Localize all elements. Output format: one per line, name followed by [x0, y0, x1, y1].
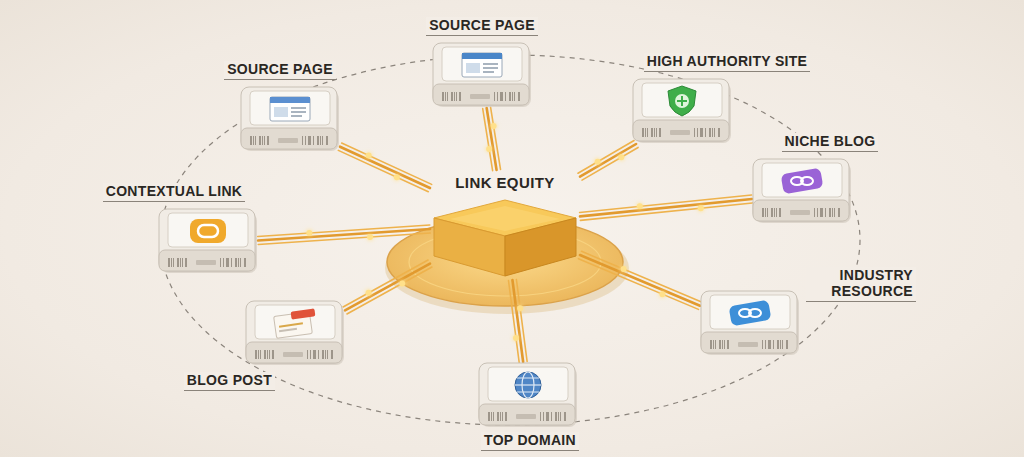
glow-dot [698, 205, 704, 211]
glow-dot [491, 123, 497, 129]
connector-strand [258, 233, 430, 244]
equity-connector [578, 141, 638, 181]
equity-connector [483, 107, 501, 170]
node-block [245, 300, 345, 366]
connector-strand [578, 259, 698, 310]
hub-title: LINK EQUITY [430, 170, 580, 192]
connector-strand [580, 144, 636, 177]
node-block [158, 208, 258, 274]
connector-strand [516, 279, 527, 361]
node-block [432, 42, 532, 108]
glow-dot [595, 159, 601, 165]
connector-strand [340, 147, 430, 188]
source-node: HIGH AUTHORITY SITE [632, 78, 732, 144]
equity-connector [580, 195, 753, 220]
glow-dot [486, 146, 492, 152]
connector-strand [338, 150, 428, 191]
link-equity-cube [430, 196, 580, 280]
glow-dot [306, 230, 312, 236]
connector-strand [580, 203, 752, 220]
glow-dot [367, 234, 373, 240]
node-label: BLOG POST [184, 372, 275, 391]
node-block [478, 362, 578, 428]
node-block [632, 78, 732, 144]
node-block [752, 158, 852, 224]
source-node: CONTEXTUAL LINK [158, 208, 258, 274]
source-node: NICHE BLOG [752, 158, 852, 224]
equity-connector [343, 260, 432, 314]
source-node: TOP DOMAIN [478, 362, 578, 428]
equity-connector [578, 251, 701, 309]
connector-strand [580, 199, 752, 216]
source-node: SOURCE PAGE [240, 86, 340, 152]
orbit-ring [160, 55, 860, 425]
equity-connector [338, 143, 431, 192]
hub-node: LINK EQUITY [430, 170, 580, 280]
glow-dot [366, 290, 372, 296]
connector-strand [347, 267, 432, 314]
node-label: TOP DOMAIN [481, 432, 579, 451]
equity-connector [258, 225, 431, 244]
glow-dot [366, 152, 372, 158]
glow-dot [637, 203, 643, 209]
glow-dot [517, 305, 523, 311]
glow-dot [659, 291, 665, 297]
glow-dot [618, 154, 624, 160]
node-label: INDUSTRY RESOURCE [806, 267, 916, 302]
connector-strand [343, 260, 428, 307]
glow-dot [394, 174, 400, 180]
connector-strand [342, 143, 432, 184]
equity-connector [508, 279, 527, 362]
connector-strand [345, 264, 430, 311]
node-label: SOURCE PAGE [224, 61, 336, 80]
connector-strand [580, 255, 700, 306]
node-label: NICHE BLOG [782, 133, 879, 152]
connector-strand [582, 251, 702, 302]
glow-dot [513, 335, 519, 341]
node-label: HIGH AUTHORITY SITE [644, 53, 811, 72]
connector-strand [580, 195, 752, 212]
source-node: BLOG POST [245, 300, 345, 366]
source-node: SOURCE PAGE [432, 42, 532, 108]
source-node: INDUSTRY RESOURCE [700, 290, 800, 356]
node-label: SOURCE PAGE [426, 17, 538, 36]
glow-dot [621, 266, 627, 272]
connector-strand [483, 109, 493, 171]
connector-strand [582, 147, 638, 180]
node-block [700, 290, 800, 356]
node-block [240, 86, 340, 152]
connector-strand [578, 141, 634, 174]
node-label: CONTEXTUAL LINK [103, 183, 245, 202]
glow-dot [399, 280, 405, 286]
